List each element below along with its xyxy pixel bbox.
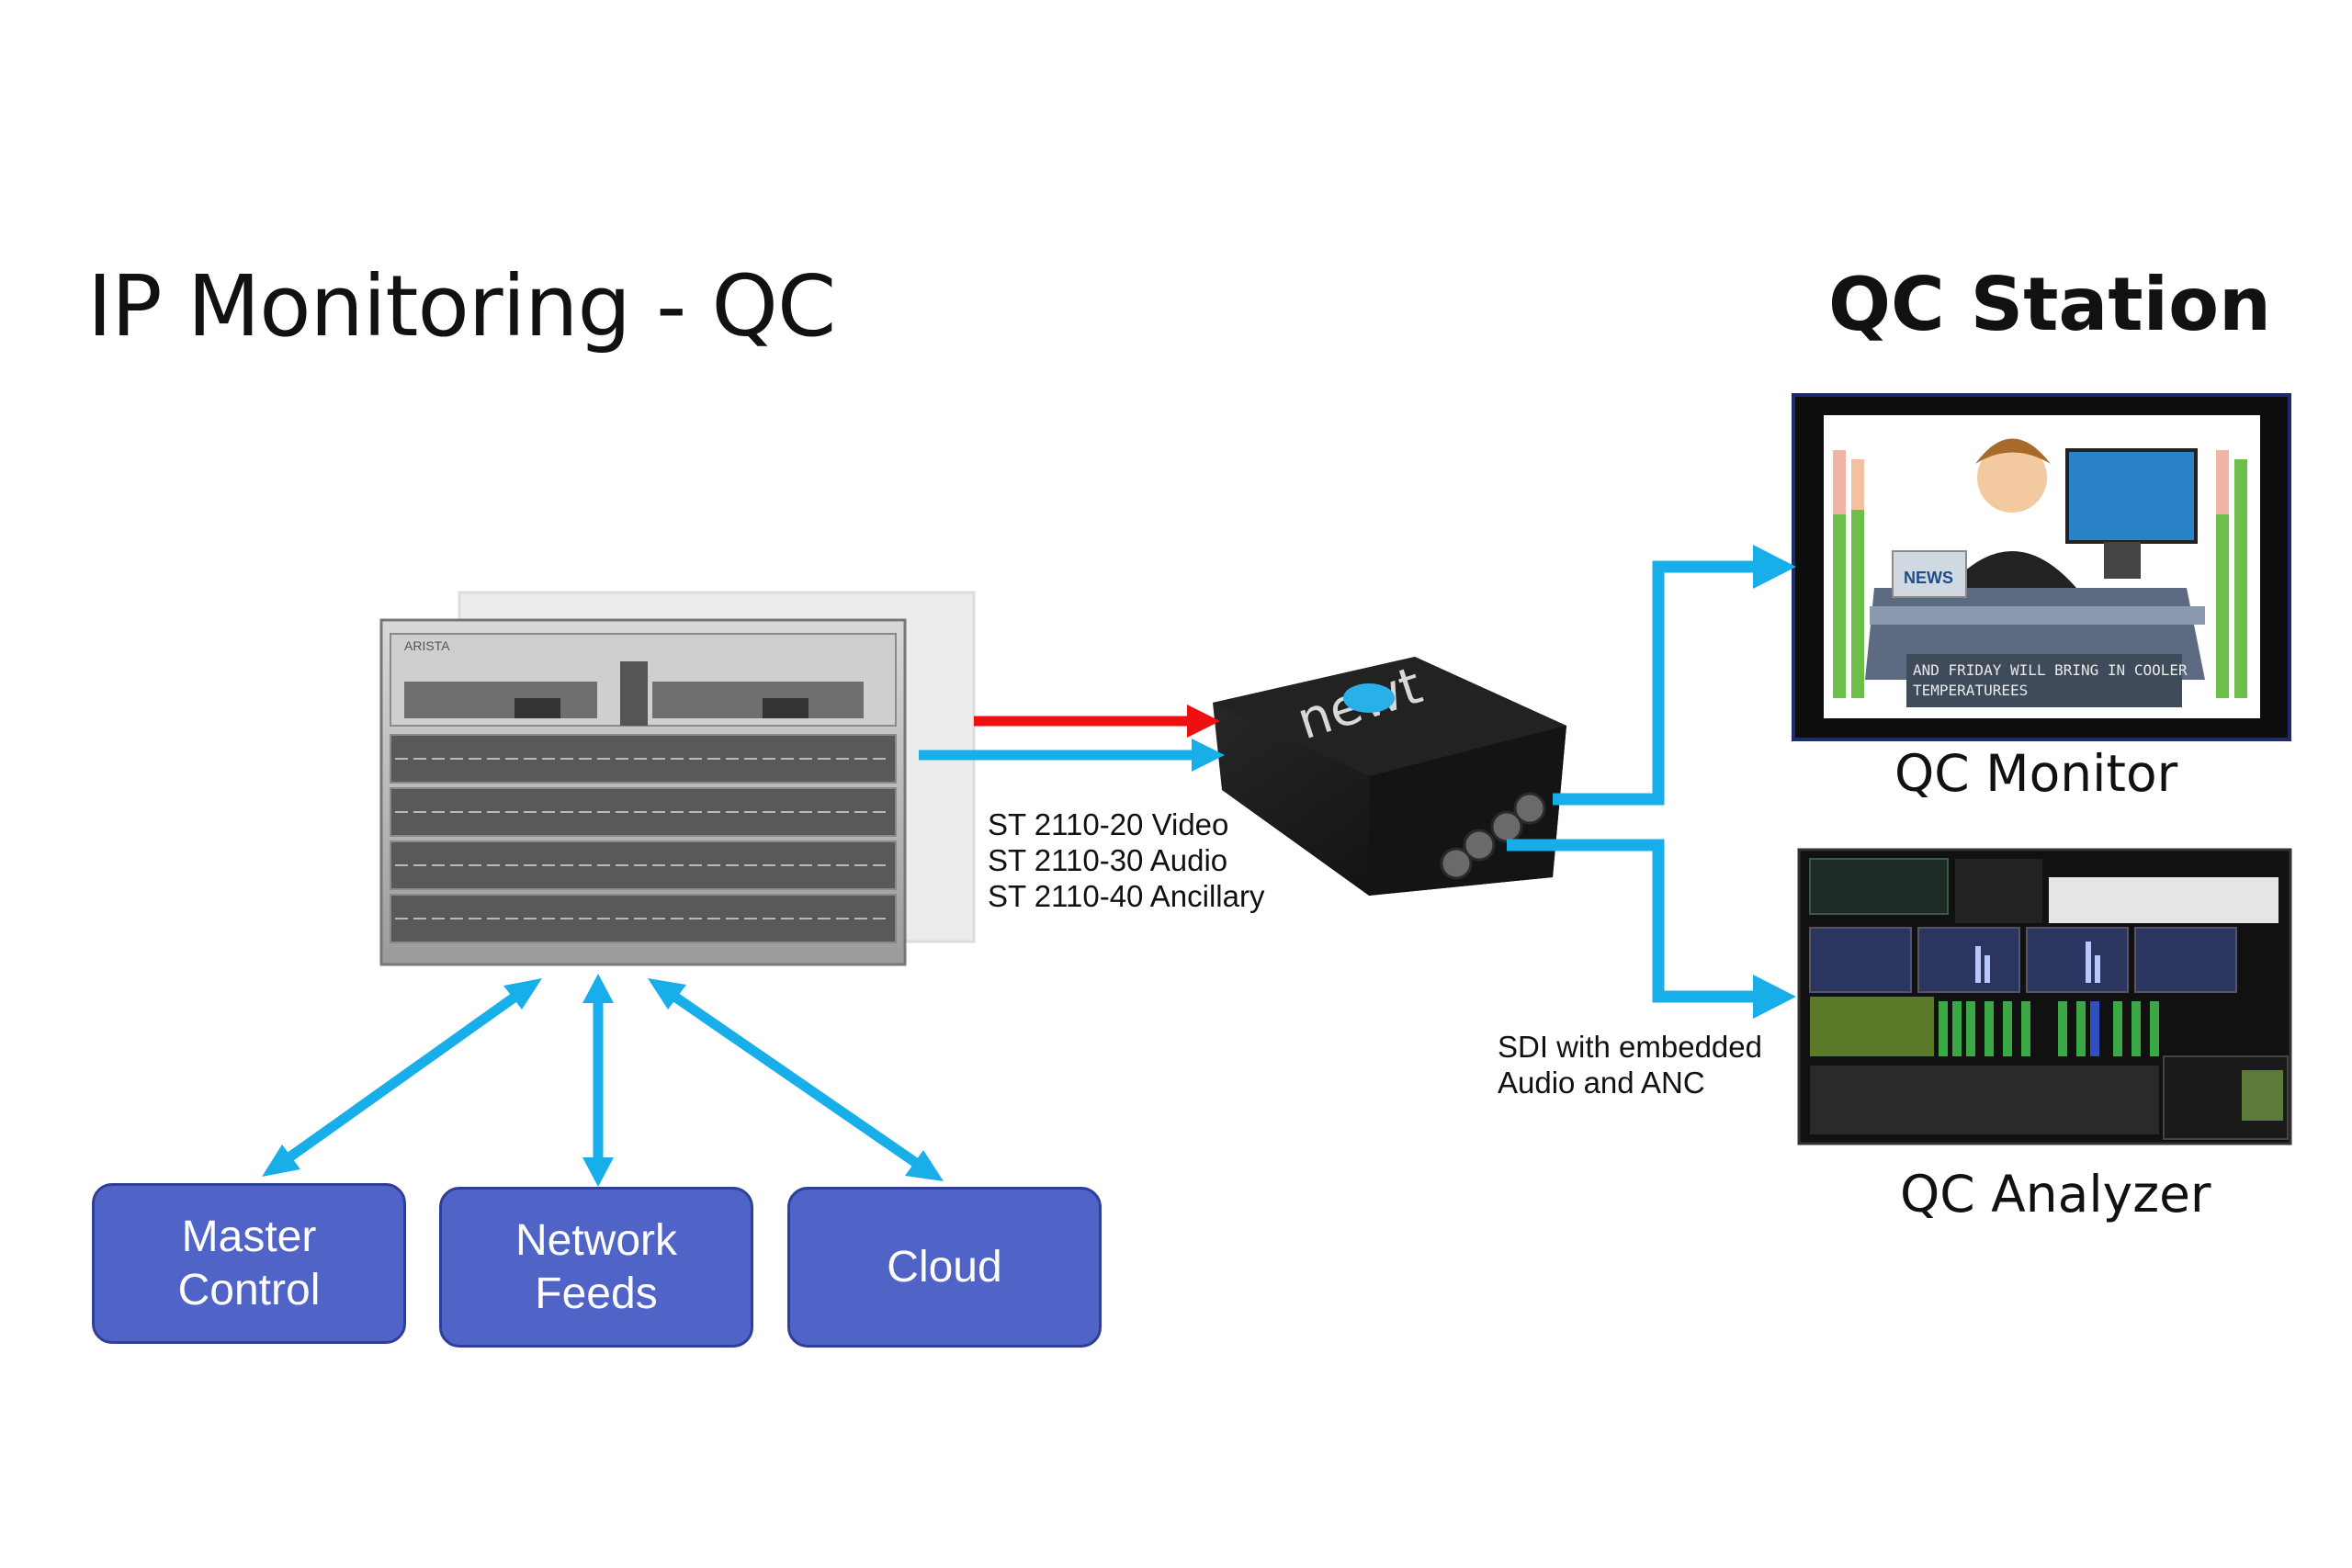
stream-audio-label: ST 2110-30 Audio (988, 843, 1228, 877)
qc-monitor-caption: QC Monitor (1894, 744, 2178, 803)
cloud-box: Cloud (787, 1187, 1102, 1348)
qc-station-title: QC Station (1828, 262, 2271, 347)
connection-arrows (262, 545, 1796, 1187)
qc-analyzer-caption: QC Analyzer (1900, 1165, 2211, 1224)
desk-sign-text: NEWS (1904, 569, 1953, 587)
stream-video-label: ST 2110-20 Video (988, 807, 1229, 841)
ticker-line-1: AND FRIDAY WILL BRING IN COOLER (1913, 661, 2188, 679)
qc-monitor-image: NEWS AND FRIDAY WILL BRING IN COOLER TEM… (1792, 393, 2291, 741)
cloud-label: Cloud (887, 1242, 1002, 1292)
switch-brand-label: ARISTA (404, 638, 450, 653)
network-feeds-box: Network Feeds (439, 1187, 753, 1348)
qc-analyzer-image (1797, 848, 2292, 1145)
ticker-line-2: TEMPERATUREES (1913, 682, 2028, 699)
page-title: IP Monitoring - QC (87, 257, 836, 355)
network-switch-image: ARISTA (379, 591, 976, 966)
master-control-box: Master Control (92, 1183, 406, 1344)
master-control-label: Master Control (177, 1212, 321, 1314)
stream-ancillary-label: ST 2110-40 Ancillary (988, 879, 1265, 913)
ip-to-sdi-converter-image: newt (1213, 656, 1566, 896)
network-feeds-label: Network Feeds (514, 1215, 678, 1318)
stream-labels: ST 2110-20 Video ST 2110-30 Audio ST 211… (988, 807, 1264, 914)
sdi-label: SDI with embedded Audio and ANC (1498, 1030, 1762, 1100)
